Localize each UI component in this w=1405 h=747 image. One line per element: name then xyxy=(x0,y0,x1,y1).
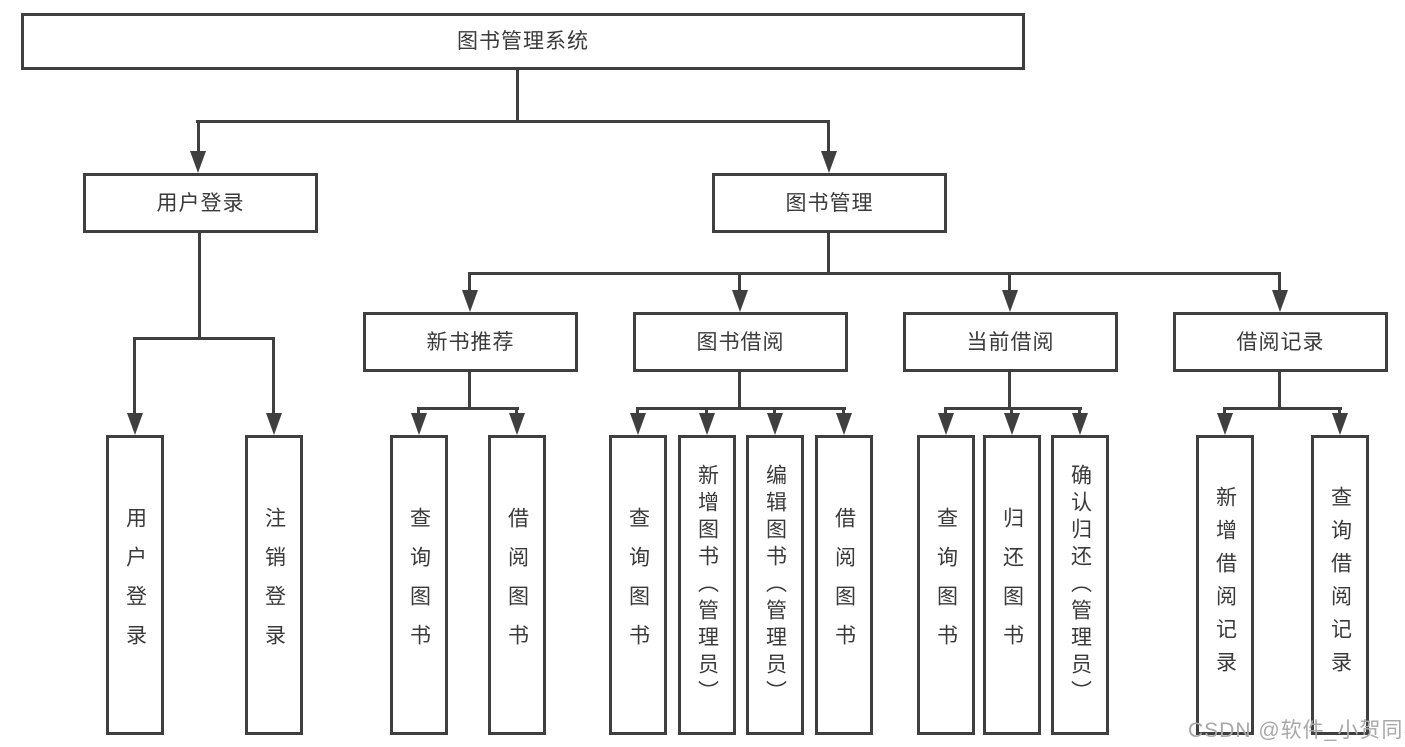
leaf-edit-book-admin: 编辑图书（管理员） xyxy=(746,435,804,735)
connector-line xyxy=(944,407,947,415)
connector-line xyxy=(468,272,471,291)
node-book-management-label: 图书管理 xyxy=(785,191,874,215)
arrowhead-down xyxy=(1272,290,1288,312)
arrowhead-down xyxy=(836,413,852,435)
connector-line xyxy=(133,337,275,340)
connector-line xyxy=(1010,407,1013,415)
connector-line xyxy=(196,120,830,123)
arrowhead-down xyxy=(509,413,525,435)
leaf-confirm-return-admin-label: 确认归还（管理员） xyxy=(1068,463,1092,707)
connector-line xyxy=(842,407,845,415)
node-current-borrowing-label: 当前借阅 xyxy=(966,330,1055,354)
leaf-query-books-current: 查询图书 xyxy=(917,435,975,735)
leaf-query-borrow-record: 查询借阅记录 xyxy=(1311,435,1369,735)
leaf-add-book-admin: 新增图书（管理员） xyxy=(678,435,736,735)
leaf-add-borrow-record: 新增借阅记录 xyxy=(1196,435,1254,735)
connector-line xyxy=(1278,372,1281,407)
arrowhead-down xyxy=(821,151,837,173)
arrowhead-down xyxy=(1217,413,1233,435)
node-book-borrowing: 图书借阅 xyxy=(633,312,848,372)
node-root-label: 图书管理系统 xyxy=(457,30,589,53)
arrowhead-down xyxy=(767,413,783,435)
node-borrowing-records-label: 借阅记录 xyxy=(1236,330,1325,354)
connector-line xyxy=(468,272,1281,275)
arrowhead-down xyxy=(462,290,478,312)
connector-line xyxy=(1008,272,1011,291)
connector-line xyxy=(197,120,200,153)
arrowhead-down xyxy=(411,413,427,435)
node-new-book-recommendation: 新书推荐 xyxy=(363,312,578,372)
leaf-query-books-borrowing: 查询图书 xyxy=(609,435,667,735)
node-current-borrowing: 当前借阅 xyxy=(903,312,1118,372)
connector-line xyxy=(1338,407,1341,415)
arrowhead-down xyxy=(630,413,646,435)
node-user-login: 用户登录 xyxy=(83,173,318,233)
connector-line xyxy=(1078,407,1081,415)
leaf-add-borrow-record-label: 新增借阅记录 xyxy=(1213,486,1237,684)
connector-line xyxy=(516,70,519,120)
watermark: CSDN @软件_小贺同学 xyxy=(1188,719,1405,742)
connector-line xyxy=(417,407,420,415)
leaf-query-books-current-label: 查询图书 xyxy=(934,507,958,663)
node-borrowing-records: 借阅记录 xyxy=(1173,312,1388,372)
leaf-logout-label: 注销登录 xyxy=(262,507,286,663)
connector-line xyxy=(133,337,136,414)
arrowhead-down xyxy=(266,413,282,435)
leaf-query-books-recommend-label: 查询图书 xyxy=(407,507,431,663)
leaf-confirm-return-admin: 确认归还（管理员） xyxy=(1051,435,1109,735)
node-user-login-label: 用户登录 xyxy=(156,191,245,215)
arrowhead-down xyxy=(732,290,748,312)
connector-line xyxy=(944,407,1082,410)
node-book-management: 图书管理 xyxy=(712,173,947,233)
arrowhead-down xyxy=(1332,413,1348,435)
arrowhead-down xyxy=(1072,413,1088,435)
leaf-logout: 注销登录 xyxy=(245,435,303,735)
leaf-borrow-books-recommend: 借阅图书 xyxy=(488,435,546,735)
leaf-query-books-borrowing-label: 查询图书 xyxy=(626,507,650,663)
node-root: 图书管理系统 xyxy=(21,13,1025,70)
arrowhead-down xyxy=(1004,413,1020,435)
leaf-return-books: 归还图书 xyxy=(983,435,1041,735)
leaf-borrow-books-recommend-label: 借阅图书 xyxy=(505,507,529,663)
connector-line xyxy=(738,372,741,407)
connector-line xyxy=(738,272,741,291)
connector-line xyxy=(468,372,471,407)
connector-line xyxy=(515,407,518,415)
leaf-borrow-books-borrowing-label: 借阅图书 xyxy=(832,507,856,663)
connector-line xyxy=(636,407,846,410)
arrowhead-down xyxy=(699,413,715,435)
arrowhead-down xyxy=(190,151,206,173)
connector-line xyxy=(1223,407,1342,410)
connector-line xyxy=(827,120,830,153)
leaf-edit-book-admin-label: 编辑图书（管理员） xyxy=(763,463,787,707)
leaf-return-books-label: 归还图书 xyxy=(1000,507,1024,663)
arrowhead-down xyxy=(938,413,954,435)
leaf-user-login: 用户登录 xyxy=(106,435,164,735)
connector-line xyxy=(417,407,519,410)
leaf-user-login-label: 用户登录 xyxy=(123,507,147,663)
leaf-query-borrow-record-label: 查询借阅记录 xyxy=(1328,486,1352,684)
leaf-borrow-books-borrowing: 借阅图书 xyxy=(815,435,873,735)
connector-line xyxy=(827,233,830,272)
connector-line xyxy=(198,233,201,337)
connector-line xyxy=(773,407,776,415)
node-new-book-recommendation-label: 新书推荐 xyxy=(426,330,515,354)
connector-line xyxy=(1278,272,1281,291)
node-book-borrowing-label: 图书借阅 xyxy=(696,330,785,354)
connector-line xyxy=(1008,372,1011,407)
leaf-query-books-recommend: 查询图书 xyxy=(390,435,448,735)
connector-line xyxy=(636,407,639,415)
connector-line xyxy=(705,407,708,415)
connector-line xyxy=(1223,407,1226,415)
leaf-add-book-admin-label: 新增图书（管理员） xyxy=(695,463,719,707)
arrowhead-down xyxy=(127,413,143,435)
connector-line xyxy=(272,337,275,414)
arrowhead-down xyxy=(1002,290,1018,312)
